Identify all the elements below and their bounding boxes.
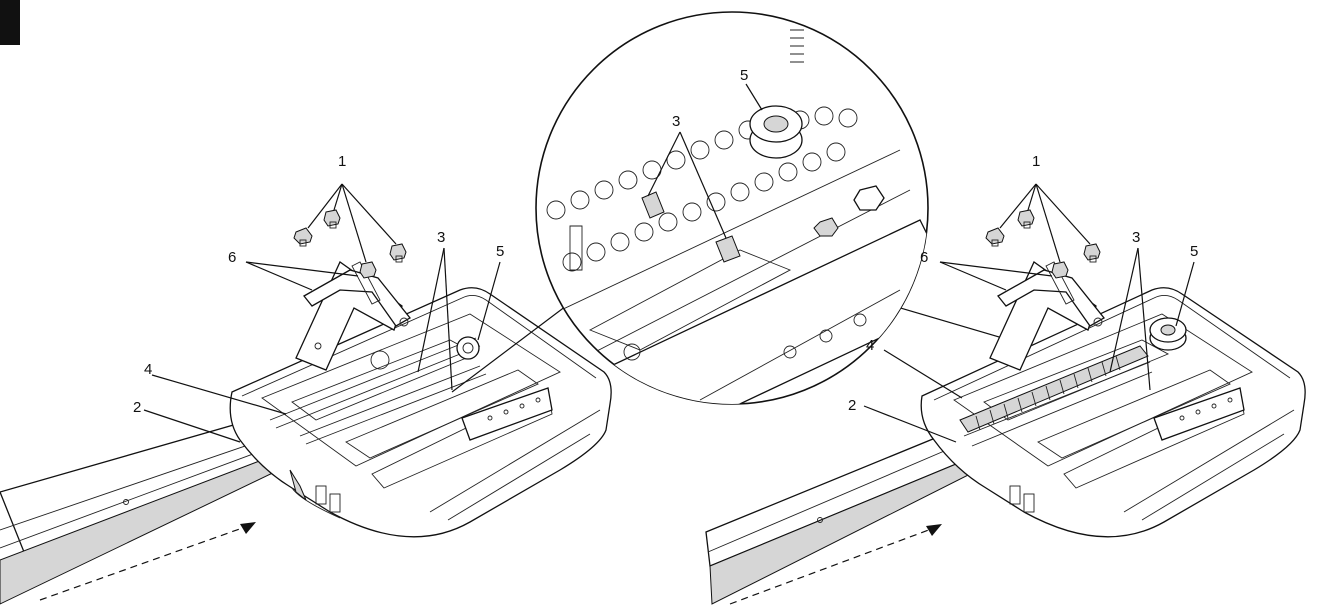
right-opener-assembly: 1 6 3 5 4 2 <box>705 153 1306 605</box>
zoom-leader <box>745 83 763 111</box>
right-leader-lines <box>863 183 1195 443</box>
left-mounting-bracket <box>295 261 411 371</box>
callout-right-3: 3 <box>1132 229 1140 246</box>
callout-left-1: 1 <box>338 153 346 170</box>
zoom-leader <box>647 131 681 197</box>
right-drive-belt <box>959 317 1187 447</box>
callout-left-2: 2 <box>133 399 141 416</box>
bolt <box>359 261 377 279</box>
zoom-clip <box>641 191 665 219</box>
callout-right-6: 6 <box>920 249 928 266</box>
bolt <box>323 209 341 229</box>
callout-right-2: 2 <box>848 397 856 414</box>
left-opener-assembly: 1 6 3 5 4 2 <box>0 153 612 605</box>
left-rail <box>0 417 309 605</box>
zoom-content <box>539 29 928 404</box>
bolt <box>1083 243 1101 263</box>
bolt <box>1051 261 1069 279</box>
callout-left-5: 5 <box>496 243 504 260</box>
zoom-nut <box>853 185 885 211</box>
left-motor-housing <box>229 287 612 538</box>
callout-zoom-3: 3 <box>672 113 680 130</box>
bolt <box>389 243 407 263</box>
callout-zoom-5: 5 <box>740 67 748 84</box>
detail-zoom: 5 3 <box>451 11 1119 405</box>
zoom-clip <box>715 235 741 263</box>
right-bolts <box>985 209 1101 279</box>
left-leader-lines <box>143 183 501 443</box>
callout-right-5: 5 <box>1190 243 1198 260</box>
bolt <box>293 227 313 247</box>
zoom-sprocket <box>749 105 803 159</box>
right-motor-housing <box>920 287 1306 538</box>
left-drive-chain <box>269 336 487 445</box>
bolt <box>1017 209 1035 229</box>
zoom-connector <box>451 299 575 393</box>
page-corner-tab <box>0 0 20 45</box>
callout-right-4: 4 <box>866 337 874 354</box>
callout-left-4: 4 <box>144 361 152 378</box>
right-mounting-bracket <box>989 261 1105 371</box>
callout-left-6: 6 <box>228 249 236 266</box>
left-side-bracket <box>461 387 553 441</box>
callout-left-3: 3 <box>437 229 445 246</box>
right-side-bracket <box>1153 387 1245 441</box>
zoom-leader <box>679 131 727 239</box>
left-bolts <box>293 209 407 279</box>
callout-right-1: 1 <box>1032 153 1040 170</box>
zoom-nut <box>813 217 839 237</box>
bolt <box>985 227 1005 247</box>
left-insert-arrow <box>39 522 256 601</box>
right-insert-arrow <box>729 524 942 605</box>
zoom-spring <box>790 29 804 63</box>
